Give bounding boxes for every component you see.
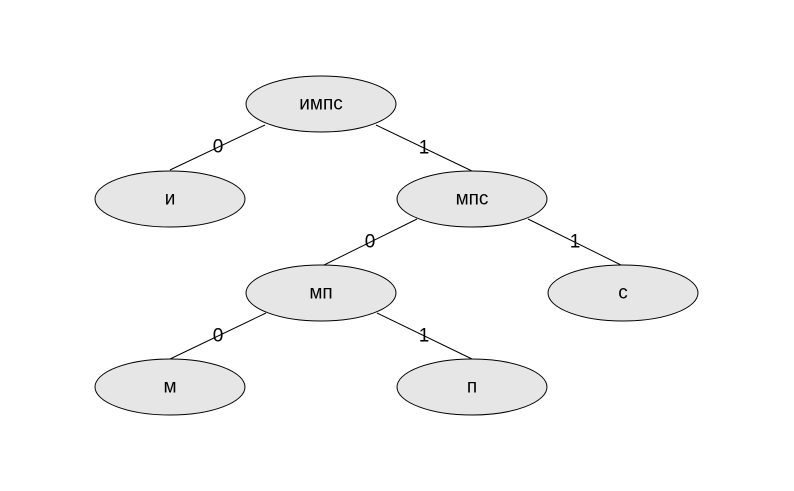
edge-label-root-mps: 1 bbox=[419, 138, 430, 159]
edge-mps-s bbox=[527, 218, 624, 267]
node-m: м bbox=[94, 358, 246, 416]
node-root-shape bbox=[245, 75, 397, 133]
node-i-label: и bbox=[165, 189, 176, 210]
node-i: и bbox=[94, 170, 246, 228]
node-root: импс bbox=[245, 75, 397, 133]
node-mps-label: мпс bbox=[456, 189, 489, 210]
edge-label-mps-mp: 0 bbox=[365, 232, 376, 253]
node-mp-label: мп bbox=[309, 283, 332, 304]
node-s: с bbox=[547, 264, 699, 322]
node-mps-shape bbox=[396, 170, 548, 228]
edge-label-mp-m: 0 bbox=[213, 326, 224, 347]
node-s-shape bbox=[547, 264, 699, 322]
node-mps: мпс bbox=[396, 170, 548, 228]
node-s-label: с bbox=[618, 283, 628, 304]
edge-label-mp-p: 1 bbox=[419, 326, 430, 347]
edge-root-i bbox=[169, 124, 266, 171]
edge-mp-m bbox=[169, 312, 267, 360]
node-mp: мп bbox=[245, 264, 397, 322]
node-p-label: п bbox=[467, 377, 477, 398]
edge-mps-mp bbox=[321, 218, 418, 267]
node-p-shape bbox=[396, 358, 548, 416]
edge-root-mps bbox=[375, 124, 473, 172]
edge-mp-p bbox=[376, 312, 473, 360]
edge-label-root-i: 0 bbox=[213, 137, 224, 158]
node-m-label: м bbox=[163, 377, 176, 398]
node-m-shape bbox=[94, 358, 246, 416]
node-root-label: импс bbox=[299, 94, 342, 115]
node-mp-shape bbox=[245, 264, 397, 322]
edge-label-mps-s: 1 bbox=[570, 232, 581, 253]
node-i-shape bbox=[94, 170, 246, 228]
node-p: п bbox=[396, 358, 548, 416]
